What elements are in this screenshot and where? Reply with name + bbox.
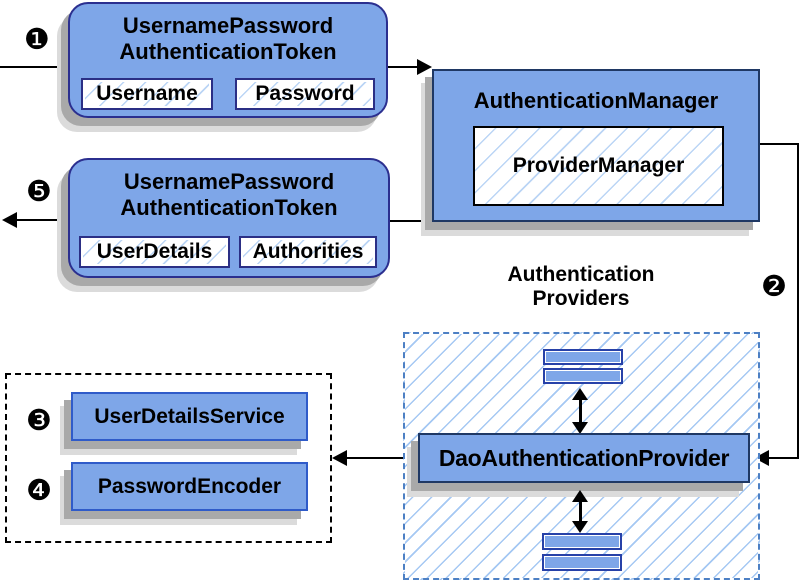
authentication-providers-label-line1: Authentication [507,263,655,286]
step-1-badge: ❶ [24,22,50,56]
result-token-title-line2: AuthenticationToken [120,195,338,220]
authentication-manager-box: AuthenticationManager ProviderManager [432,69,760,222]
password-field-label: Password [255,82,355,105]
password-encoder-label: PasswordEncoder [97,474,282,498]
provider-slot-bar [542,533,622,550]
provider-slot-bar [543,349,623,365]
password-encoder-box: PasswordEncoder [71,462,308,511]
connector-manager-to-result-line [390,220,432,222]
provider-manager-label: ProviderManager [512,154,685,177]
username-password-token-request-box: UsernamePassword AuthenticationToken Use… [68,2,388,118]
authorities-field-box: Authorities [239,236,377,268]
provider-manager-box: ProviderManager [473,126,724,206]
step-3-badge: ❸ [26,403,52,437]
connector-to-dao-line [768,457,799,459]
provider-slot-bar [543,368,623,384]
double-arrow-down-head [572,422,588,434]
dao-authentication-provider-box: DaoAuthenticationProvider [418,433,750,483]
username-password-token-result-box: UsernamePassword AuthenticationToken Use… [68,158,390,278]
authentication-providers-label: Authentication Providers [446,263,716,311]
arrowhead-result-out [2,212,17,228]
user-details-field-box: UserDetails [79,236,230,268]
dao-authentication-provider-label: DaoAuthenticationProvider [438,444,730,471]
arrowhead-into-services-box [332,450,347,466]
username-field-box: Username [81,78,213,110]
user-details-service-box: UserDetailsService [71,392,308,441]
connector-down-line [797,143,799,459]
connector-result-out-line [15,219,69,221]
request-token-title-line1: UsernamePassword [122,13,334,38]
double-arrow-shaft [579,397,582,425]
services-group-box [5,373,332,543]
double-arrow-up-head [572,490,588,502]
provider-slot-bar [542,554,622,571]
result-token-title: UsernamePassword AuthenticationToken [70,169,388,221]
user-details-field-label: UserDetails [96,240,213,263]
authentication-manager-title: AuthenticationManager [473,88,719,113]
authentication-providers-label-line2: Providers [532,287,630,310]
connector-request-in-line [0,66,61,68]
connector-manager-right-line [760,143,799,145]
result-token-title-line1: UsernamePassword [123,169,335,194]
user-details-service-label: UserDetailsService [94,404,285,428]
connector-dao-to-services-line [346,457,418,459]
request-token-title: UsernamePassword AuthenticationToken [70,13,386,65]
password-field-box: Password [235,78,375,110]
step-5-badge: ❺ [26,174,52,208]
double-arrow-shaft [579,499,582,525]
request-token-title-line2: AuthenticationToken [119,39,337,64]
arrowhead-into-authentication-manager [417,59,432,75]
connector-token-to-manager-line [388,66,418,68]
authorities-field-label: Authorities [252,240,364,263]
double-arrow-up-head [572,388,588,400]
username-field-label: Username [96,82,198,105]
step-2-badge: ❷ [761,269,787,303]
step-4-badge: ❹ [26,473,52,507]
double-arrow-down-head [572,521,588,533]
